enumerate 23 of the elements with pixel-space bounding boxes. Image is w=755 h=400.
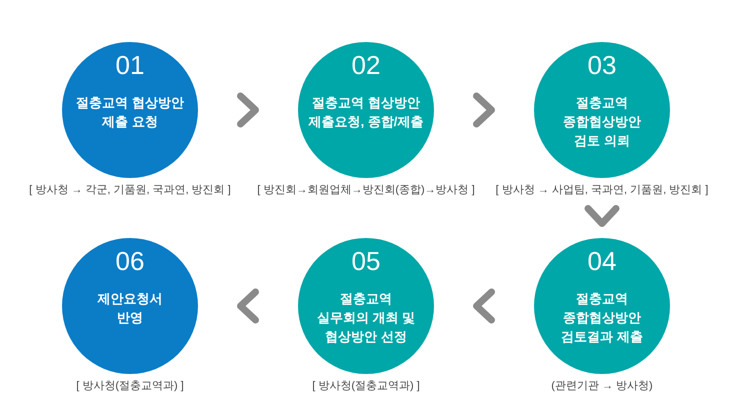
caption-text: [ 방진회→회원업체→방진회(종합)→방사청 ] [257, 183, 475, 197]
step-title: 절충교역 협상방안 제출 요청 [76, 94, 184, 131]
step-title: 제안요청서 반영 [98, 290, 162, 327]
step-title: 절충교역 협상방안 제출요청, 종합/제출 [308, 94, 424, 131]
caption-text: [ 방사청 → 사업팀, 국과연, 기품원, 방진회 ] [496, 183, 708, 197]
chevron-arrow [584, 205, 620, 227]
step-title: 절충교역 종합협상방안 검토 의뢰 [563, 94, 641, 150]
step-number: 03 [588, 52, 616, 78]
chevron-arrow [237, 92, 259, 128]
step-number: 05 [352, 248, 380, 274]
caption-text: [ 방사청(절충교역과) ] [76, 379, 184, 393]
step-number: 06 [116, 248, 144, 274]
caption-text: [ 방사청 → 각군, 기품원, 국과연, 방진회 ] [29, 183, 231, 197]
caption-text: [ 방사청(절충교역과) ] [312, 379, 420, 393]
chevron-arrow [237, 288, 259, 324]
step-number: 04 [588, 248, 616, 274]
chevron-arrow [473, 288, 495, 324]
step-title: 절충교역 종합협상방안 검토결과 제출 [561, 290, 643, 346]
caption-text: (관련기관 → 방사청) [551, 379, 653, 393]
step-number: 01 [116, 52, 144, 78]
step-number: 02 [352, 52, 380, 78]
chevron-arrow [473, 92, 495, 128]
step-title: 절충교역 실무회의 개최 및 협상방안 선정 [316, 290, 416, 346]
